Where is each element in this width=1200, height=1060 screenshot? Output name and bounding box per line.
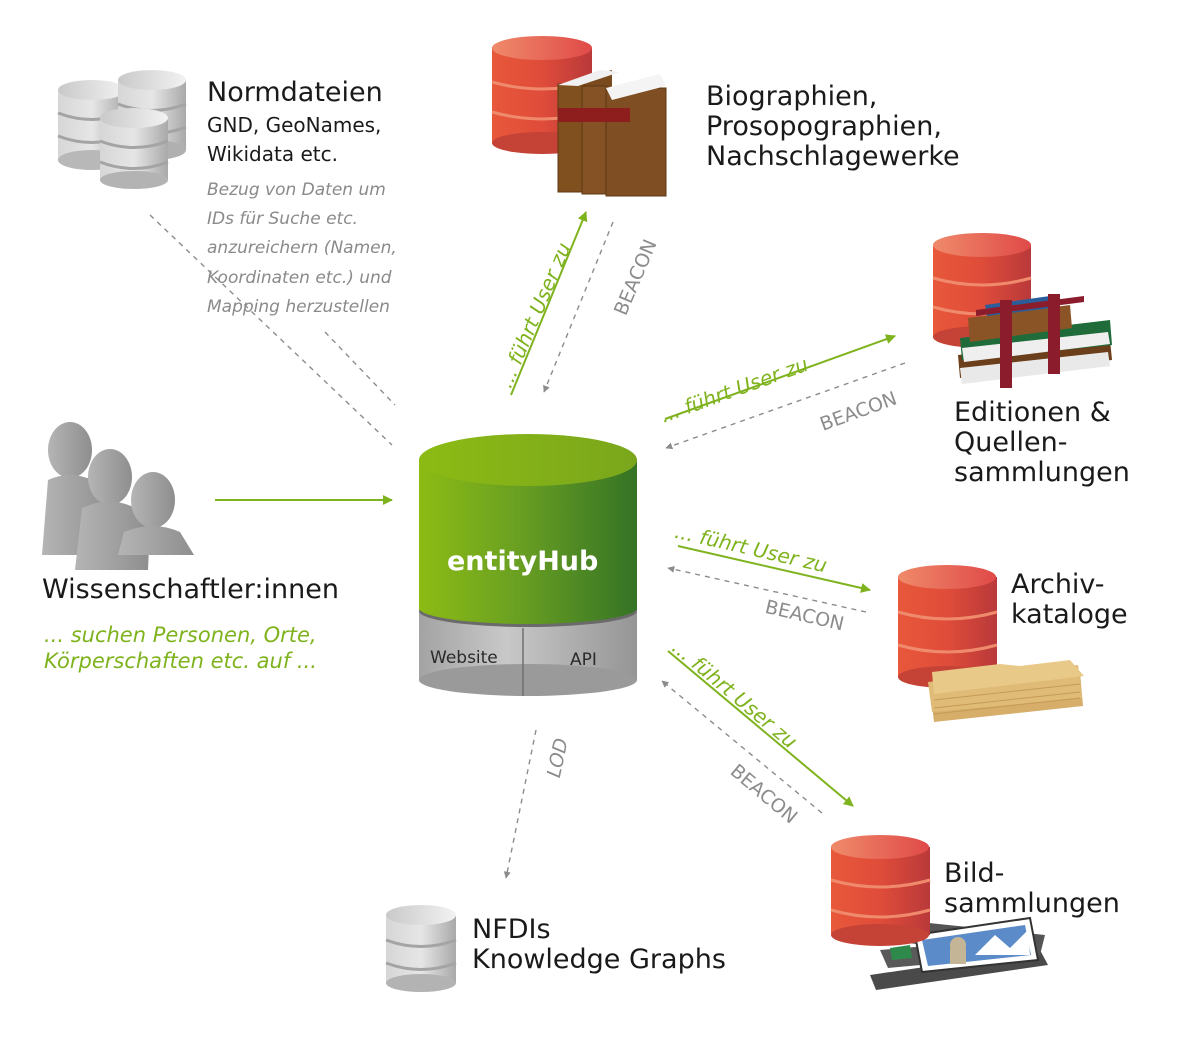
hub-to-bild-arrow <box>667 650 854 807</box>
note-line: IDs für Suche etc. <box>207 209 358 230</box>
users-title: Wissenschaftler:innen <box>42 574 339 605</box>
label-line: sammlungen <box>944 888 1120 920</box>
bild-database-photos-icon <box>830 835 1048 990</box>
normdateien-title: Normdateien <box>207 77 383 108</box>
users-note: ... suchen Personen, Orte, Körperschafte… <box>44 622 317 675</box>
books-icon <box>557 70 667 197</box>
label-line: Quellen- <box>954 427 1068 459</box>
hub-segment-website[interactable]: Website <box>430 648 498 668</box>
db-red <box>830 835 931 946</box>
hub-title: entityHub <box>447 546 599 577</box>
entityhub-database <box>419 434 637 696</box>
label-line: kataloge <box>1011 599 1128 631</box>
hub-to-nfdi-lod <box>503 729 537 879</box>
nfdi-label: NFDIs Knowledge Graphs <box>472 914 726 976</box>
label-line: NFDIs <box>472 914 551 945</box>
label-line: Archiv- <box>1011 569 1105 600</box>
biographien-label: Biographien, Prosopographien, Nachschlag… <box>706 81 960 173</box>
film-strips-icon <box>870 916 1048 990</box>
hub-to-biographien-arrow <box>510 211 588 396</box>
normdateien-note: Bezug von Daten um IDs für Suche etc. an… <box>207 176 397 322</box>
note-line: Körperschaften etc. auf ... <box>44 649 317 674</box>
nfdi-database-icon <box>385 905 457 992</box>
archiv-label: Archiv- kataloge <box>1011 569 1128 631</box>
normdateien-subtitle-line-1: GND, GeoNames, <box>207 113 382 137</box>
person-icon <box>118 472 194 555</box>
hub-to-archiv-arrow <box>677 545 871 593</box>
note-line: anzureichern (Namen, <box>207 238 397 259</box>
hub-base <box>419 612 637 696</box>
paper-stack-icon <box>928 660 1084 722</box>
editionen-database-books-icon <box>932 233 1112 388</box>
label-line: sammlungen <box>954 457 1130 489</box>
db-gray-front <box>99 108 169 189</box>
label-line: Knowledge Graphs <box>472 944 726 976</box>
biographien-database-books-icon <box>491 36 667 197</box>
label-line: Editionen & <box>954 397 1111 428</box>
label-line: Nachschlagewerke <box>706 141 960 173</box>
note-line: Mapping herzustellen <box>207 296 390 317</box>
hub-segment-api[interactable]: API <box>570 650 597 670</box>
biographien-to-hub-beacon <box>543 221 614 393</box>
editionen-label: Editionen & Quellen- sammlungen <box>954 397 1130 489</box>
normdateien-database-icon <box>57 70 187 189</box>
bild-to-hub-beacon <box>661 680 823 814</box>
hub-to-editionen-arrow <box>664 334 896 420</box>
archiv-database-papers-icon <box>897 565 1084 722</box>
note-line: Koordinaten etc.) und <box>207 267 392 288</box>
hub-body <box>419 434 637 627</box>
normdateien-subtitle-line-2: Wikidata etc. <box>207 142 338 166</box>
label-line: Prosopographien, <box>706 111 942 143</box>
bild-label: Bild- sammlungen <box>944 858 1120 920</box>
connectors <box>149 211 906 879</box>
label-line: Biographien, <box>706 81 878 112</box>
note-line: ... suchen Personen, Orte, <box>44 623 317 647</box>
users-group-icon <box>42 422 194 570</box>
normdateien-link-dashed-2 <box>324 331 396 406</box>
note-line: Bezug von Daten um <box>207 180 386 200</box>
editionen-to-hub-beacon <box>665 362 906 450</box>
bundled-books-icon <box>958 294 1112 388</box>
label-line: Bild- <box>944 858 1005 889</box>
archiv-to-hub-beacon <box>667 565 867 613</box>
